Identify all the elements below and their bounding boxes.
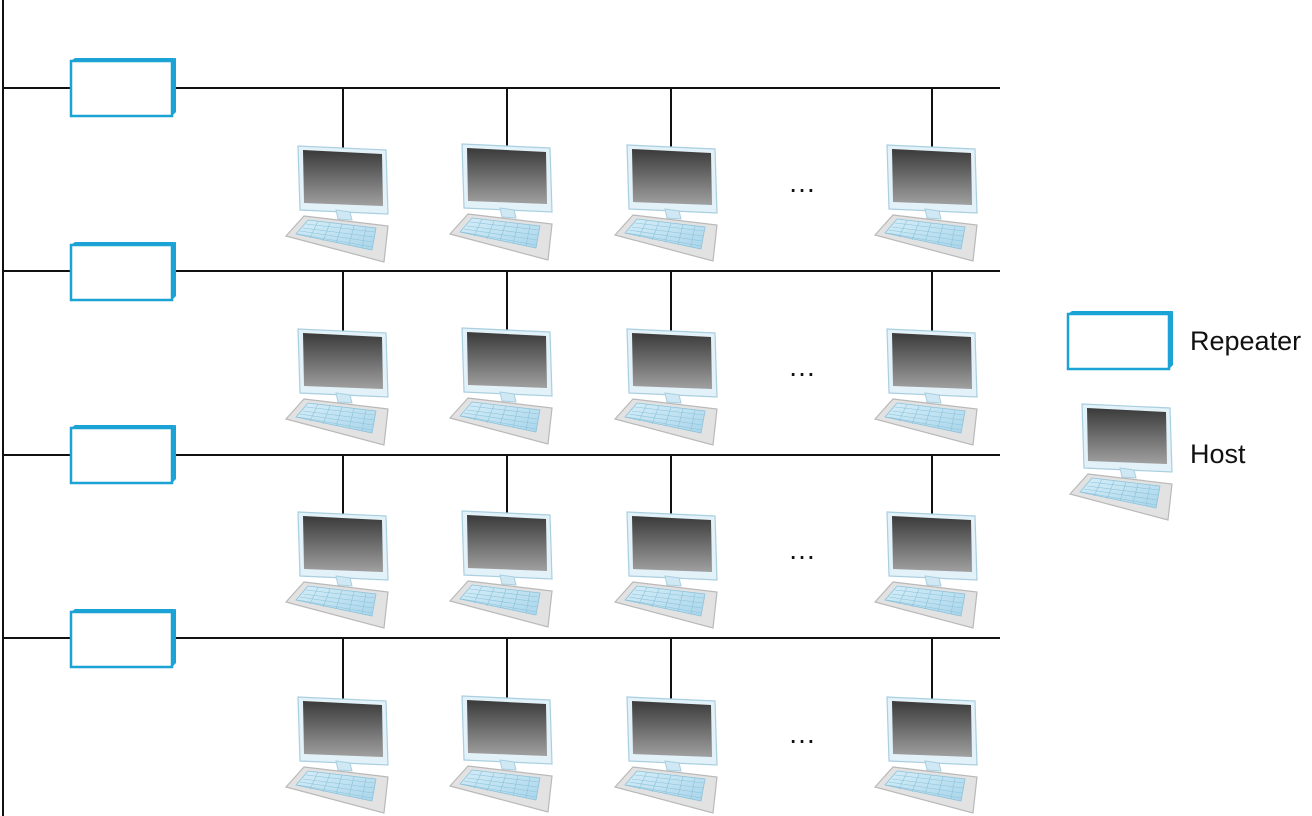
repeater: [69, 56, 178, 118]
ellipsis: …: [788, 167, 816, 198]
segment-1: …: [3, 56, 1000, 263]
ellipsis: …: [788, 718, 816, 749]
segment-2: …: [3, 240, 1000, 446]
host: [449, 143, 553, 261]
legend-repeater-symbol: [1066, 309, 1175, 371]
repeater: [69, 423, 178, 485]
host: [285, 511, 389, 629]
host: [874, 511, 978, 629]
host: [285, 145, 389, 263]
legend-repeater-label: Repeater: [1190, 326, 1301, 356]
repeater: [69, 240, 178, 302]
segment-4: …: [3, 607, 1000, 814]
host: [449, 510, 553, 628]
host: [614, 144, 718, 262]
legend-host-label: Host: [1190, 439, 1246, 469]
ellipsis: …: [788, 534, 816, 565]
host: [449, 327, 553, 445]
host: [874, 328, 978, 446]
host: [874, 144, 978, 262]
host: [614, 328, 718, 446]
host: [614, 511, 718, 629]
legend-host-symbol: [1069, 403, 1173, 521]
legend: Repeater Host: [1066, 309, 1301, 521]
host: [285, 328, 389, 446]
host: [285, 696, 389, 814]
ellipsis: …: [788, 351, 816, 382]
host: [614, 696, 718, 814]
segment-3: …: [3, 423, 1000, 629]
repeater: [69, 607, 178, 669]
host: [874, 696, 978, 814]
host: [449, 695, 553, 813]
